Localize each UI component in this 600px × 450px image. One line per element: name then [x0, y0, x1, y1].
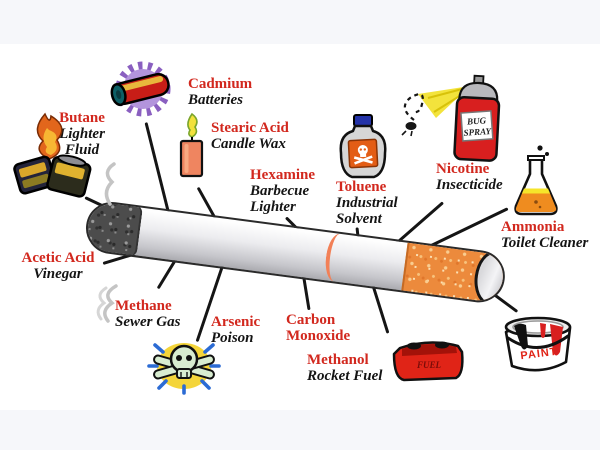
- chemical-name: Toluene: [336, 179, 387, 195]
- bug-spray-label-line1: BUG: [466, 115, 487, 126]
- chemical-name: Carbon: [286, 312, 336, 328]
- label-hexamine: Hexamine Barbecue Lighter: [250, 167, 315, 215]
- chemical-name: Hexamine: [250, 167, 315, 183]
- source-name: Fluid: [64, 142, 100, 158]
- skull-rays: [147, 343, 221, 395]
- source-name: Rocket Fuel: [307, 368, 383, 384]
- label-toluene: Toluene Industrial Solvent: [336, 179, 398, 227]
- skull-eye: [176, 355, 182, 361]
- smoke-curve: [104, 162, 116, 206]
- paint-drip-red: [550, 324, 563, 356]
- cigarette-seam-ring: [323, 232, 352, 283]
- paint-can-icon: PAINT: [504, 316, 572, 372]
- source-name: Batteries: [188, 92, 243, 108]
- candle-icon: [179, 112, 204, 178]
- spray-can: BUG SPRAY: [453, 74, 501, 162]
- skull-crossbones-icon: [147, 343, 221, 395]
- spray-streak: [427, 87, 467, 99]
- skull-jaw: [176, 368, 192, 379]
- flask-bubble: [534, 200, 538, 204]
- smoke-icon: [96, 284, 118, 323]
- smoke-curve: [103, 284, 118, 323]
- chemical-name: Arsenic: [211, 314, 261, 330]
- source-name: Barbecue: [250, 183, 310, 199]
- label-ammonia: Ammonia Toilet Cleaner: [501, 219, 588, 251]
- spray-cone: [418, 86, 470, 118]
- candle-highlight: [184, 144, 189, 173]
- source-name: Insecticide: [436, 177, 503, 193]
- source-name: Candle Wax: [211, 136, 286, 152]
- smoke-curve: [96, 286, 108, 321]
- bottle-cap: [353, 114, 373, 127]
- candle-flame: [187, 112, 198, 138]
- chemical-name: Acetic Acid: [21, 250, 95, 266]
- flask-icon: [514, 145, 558, 216]
- label-nicotine: Nicotine Insecticide: [436, 161, 503, 193]
- bug-leg: [401, 130, 407, 136]
- fuel-can-icon: FUEL: [392, 341, 464, 382]
- paint-can-label: PAINT: [520, 346, 558, 362]
- bottom-margin-band: [0, 410, 600, 450]
- source-name: Toilet Cleaner: [501, 235, 589, 251]
- flask-liquid-surface: [522, 188, 550, 194]
- source-name: Lighter: [59, 126, 105, 142]
- skull-eye: [186, 355, 192, 361]
- flame-inner: [43, 128, 57, 155]
- label-methanol: Methanol Rocket Fuel: [307, 352, 382, 384]
- bug: [405, 122, 417, 130]
- fuel-cap: [435, 341, 449, 349]
- chemical-name: Methanol: [307, 352, 369, 368]
- chemical-name: Butane: [59, 110, 105, 126]
- chemical-name: Cadmium: [188, 76, 253, 92]
- source-name: Sewer Gas: [115, 314, 181, 330]
- label-butane: Butane Lighter Fluid: [42, 110, 122, 158]
- connector-ammonia: [424, 207, 509, 250]
- flask-drop: [537, 145, 543, 151]
- paint-can-handle: [506, 334, 570, 349]
- battery-icon: [110, 61, 171, 117]
- bottle-label: [347, 138, 379, 169]
- flask-drop: [545, 152, 549, 156]
- source-name: Solvent: [336, 211, 382, 227]
- candle-body: [179, 139, 204, 178]
- chemical-name: Stearic Acid: [211, 120, 289, 136]
- label-carbon-monoxide: Carbon Monoxide: [286, 312, 350, 344]
- battery-body: [110, 72, 170, 107]
- bug-trail: [403, 93, 424, 121]
- poison-bottle-icon: [339, 114, 387, 179]
- label-cadmium: Cadmium Batteries: [188, 76, 252, 108]
- label-methane: Methane Sewer Gas: [115, 298, 180, 330]
- source-name: Lighter: [250, 199, 296, 215]
- flask-bubble: [538, 205, 542, 209]
- paint-drip-black: [514, 323, 528, 350]
- label-acetic-acid: Acetic Acid Vinegar: [14, 250, 102, 282]
- lighter-right: [46, 154, 92, 198]
- fuel-can-label: FUEL: [416, 360, 442, 370]
- bug-spray-label-line2: SPRAY: [463, 126, 493, 138]
- lighter-left: [13, 155, 57, 195]
- source-name: Industrial: [336, 195, 398, 211]
- label-stearic-acid: Stearic Acid Candle Wax: [211, 120, 289, 152]
- smoke-icon: [104, 162, 116, 206]
- chemical-name: Monoxide: [286, 328, 351, 344]
- chemical-name: Nicotine: [436, 161, 490, 177]
- top-margin-band: [0, 0, 600, 44]
- source-name: Poison: [211, 330, 254, 346]
- bug-spray-icon: BUG SPRAY: [401, 74, 501, 162]
- chemical-name: Methane: [115, 298, 172, 314]
- paint-drip-red: [540, 323, 546, 338]
- bug-leg: [410, 130, 413, 137]
- chemical-name: Ammonia: [501, 219, 565, 235]
- label-arsenic: Arsenic Poison: [211, 314, 260, 346]
- flask-lip: [527, 155, 545, 161]
- source-name: Vinegar: [33, 266, 83, 282]
- lighter-flame-icon: [13, 112, 92, 198]
- fuel-cap: [407, 342, 421, 350]
- connector-methanol: [371, 285, 390, 334]
